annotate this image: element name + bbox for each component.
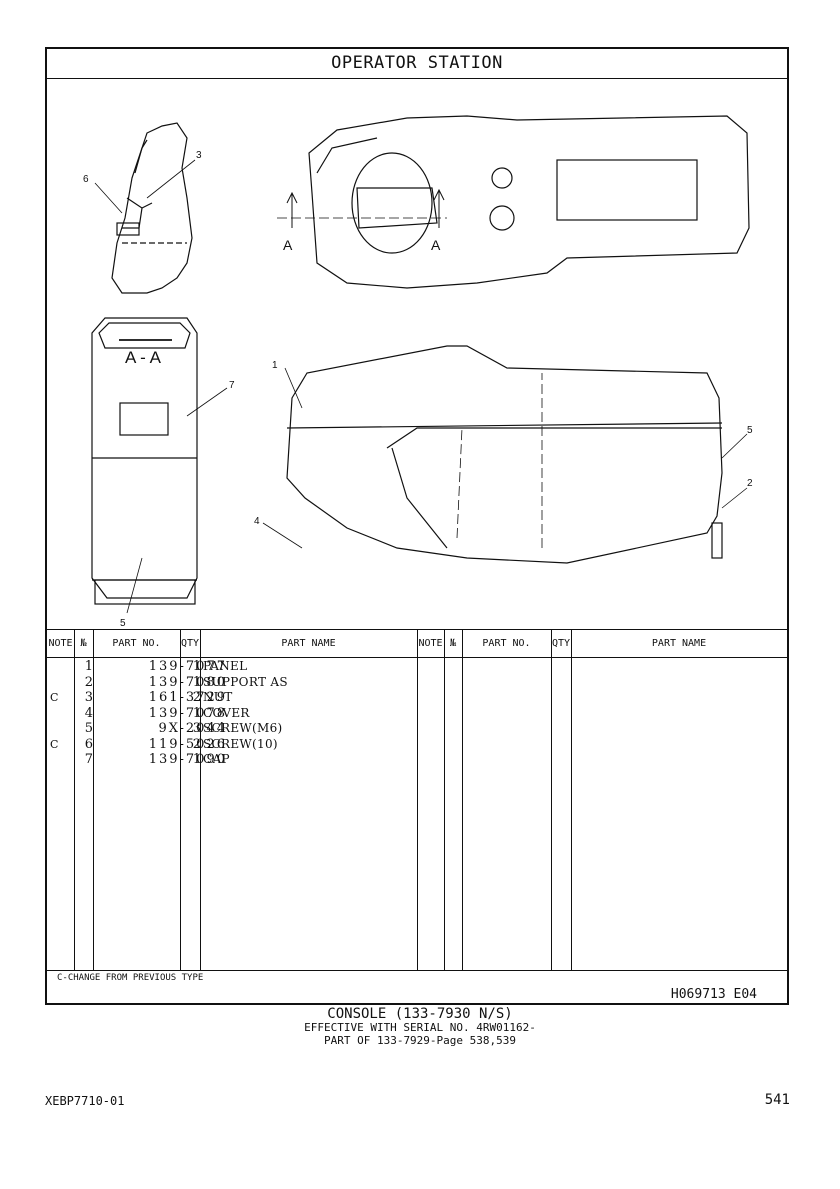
- table-row: 7 139-7090 1 CAP: [84, 752, 230, 767]
- document-id: XEBP7710-01: [45, 1094, 125, 1108]
- col-header-qty: QTY: [180, 638, 200, 649]
- callout-2: 2: [747, 478, 753, 489]
- console-iso-view: 1 5 2 4: [254, 345, 753, 564]
- console-top-view: A A: [277, 115, 750, 289]
- col-header-note-2: NOTE: [418, 638, 443, 649]
- page-title: OPERATOR STATION: [47, 49, 787, 79]
- table-row: 2 139-7080 1 SUPPORT AS: [84, 674, 288, 690]
- callout-6: 6: [83, 174, 89, 185]
- callout-4: 4: [254, 516, 260, 527]
- caption-effective-serial: EFFECTIVE WITH SERIAL NO. 4RW01162-: [304, 1021, 536, 1034]
- col-header-no-2: №: [449, 638, 457, 649]
- console-front-view: 7 5: [91, 317, 235, 628]
- caption-console: CONSOLE (133-7930 N/S): [327, 1006, 513, 1022]
- callout-5-front: 5: [120, 618, 126, 628]
- parts-table: NOTE № PART NO. QTY PART NAME NOTE № PAR…: [47, 629, 787, 971]
- section-marker-right: A: [431, 237, 441, 253]
- console-illustration: A - A 6 3 A A: [83, 115, 753, 628]
- col-header-part-name: PART NAME: [281, 638, 336, 649]
- section-view-label: A - A: [125, 348, 162, 367]
- col-header-part-no-2: PART NO.: [482, 638, 531, 649]
- callout-5-iso: 5: [747, 425, 753, 436]
- drawing-code: H069713 E04: [670, 987, 757, 1002]
- table-row: C 6 119-5026 2 SCREW(10): [50, 736, 278, 752]
- table-row: 5 9X-2044 3 SCREW(M6): [84, 721, 283, 736]
- section-marker-left: A: [283, 237, 293, 253]
- col-header-part-name-2: PART NAME: [651, 638, 707, 649]
- col-header-note: NOTE: [48, 638, 73, 649]
- footnote-change-note: C-CHANGE FROM PREVIOUS TYPE: [57, 973, 204, 983]
- col-header-part-no: PART NO.: [112, 638, 161, 649]
- col-header-no: №: [80, 638, 87, 649]
- caption-part-of: PART OF 133-7929-Page 538,539: [323, 1034, 517, 1047]
- page-number: 541: [764, 1092, 790, 1108]
- table-row: 4 139-7078 1 COVER: [84, 705, 250, 721]
- callout-1: 1: [272, 360, 278, 371]
- col-header-qty-2: QTY: [551, 638, 571, 649]
- table-footer: C-CHANGE FROM PREVIOUS TYPE H069713 E04: [47, 970, 787, 1006]
- parts-page-frame: OPERATOR STATION A - A 6 3: [45, 47, 789, 1005]
- table-row: 1 139-7077 1 PANEL: [84, 659, 248, 674]
- callout-7: 7: [229, 380, 235, 391]
- table-row: C 3 161-3729 2 NUT: [50, 690, 233, 705]
- callout-3: 3: [196, 150, 202, 161]
- section-view-a-a: A - A 6 3: [83, 122, 202, 367]
